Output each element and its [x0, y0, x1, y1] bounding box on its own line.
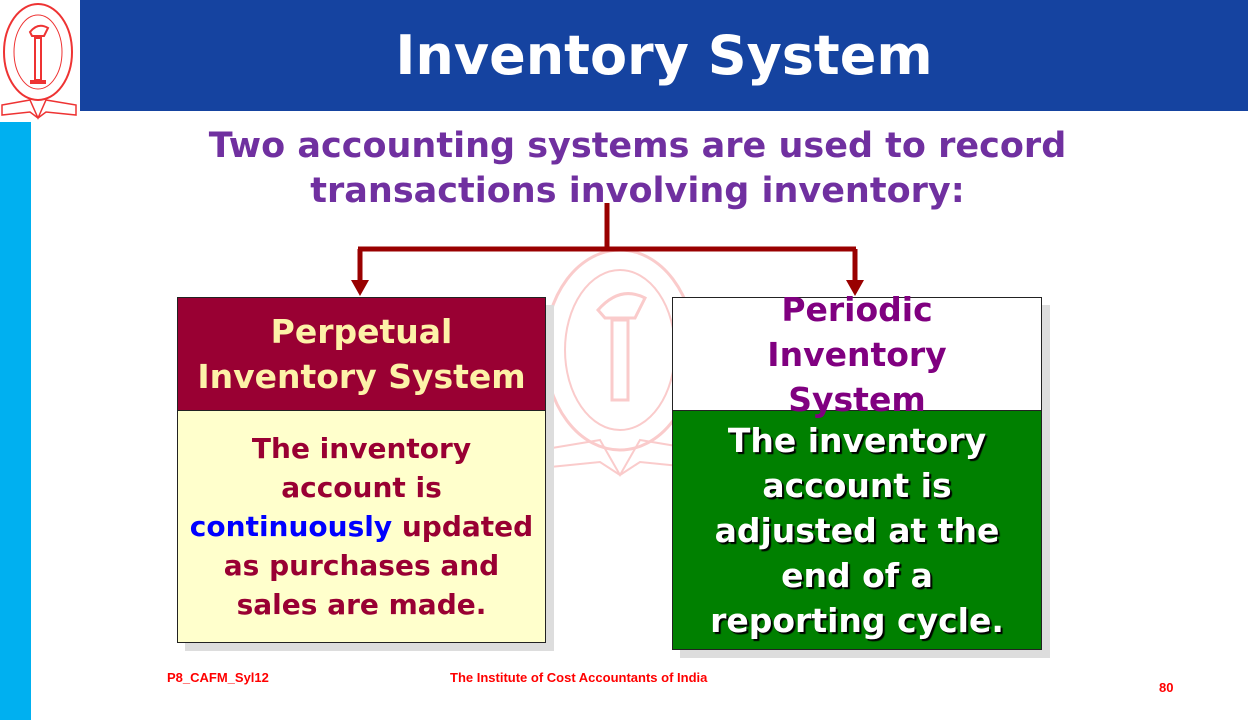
periodic-box: Periodic Inventory System The inventory …	[672, 290, 1042, 650]
institute-logo	[1, 3, 77, 120]
page-number: 80	[1159, 680, 1174, 695]
subtitle: Two accounting systems are used to recor…	[200, 124, 1075, 214]
perpetual-body: The inventory account is continuously up…	[178, 411, 545, 642]
footer-institute: The Institute of Cost Accountants of Ind…	[450, 670, 708, 685]
footer-code: P8_CAFM_Syl12	[167, 670, 269, 685]
periodic-title: Periodic Inventory System	[673, 290, 1041, 419]
slide-title: Inventory System	[395, 24, 933, 87]
periodic-body: The inventory account is adjusted at the…	[710, 420, 1004, 640]
subtitle-line-1: Two accounting systems are used to recor…	[208, 126, 1067, 166]
perpetual-highlight: continuously	[189, 510, 393, 543]
arrow-left-head	[351, 280, 369, 296]
subtitle-line-2: transactions involving inventory:	[310, 171, 965, 211]
arrow-right-head	[846, 280, 864, 296]
perpetual-title: Perpetual Inventory System	[178, 298, 545, 411]
perpetual-body-text-end: updated as purchases and sales are made.	[223, 510, 534, 621]
perpetual-box: Perpetual Inventory System The inventory…	[177, 297, 546, 643]
perpetual-title-1: Perpetual	[270, 312, 453, 351]
accent-strip	[0, 122, 31, 720]
perpetual-body-text: The inventory account is	[251, 432, 472, 504]
perpetual-title-2: Inventory System	[197, 357, 526, 396]
header-bar	[80, 0, 1248, 111]
